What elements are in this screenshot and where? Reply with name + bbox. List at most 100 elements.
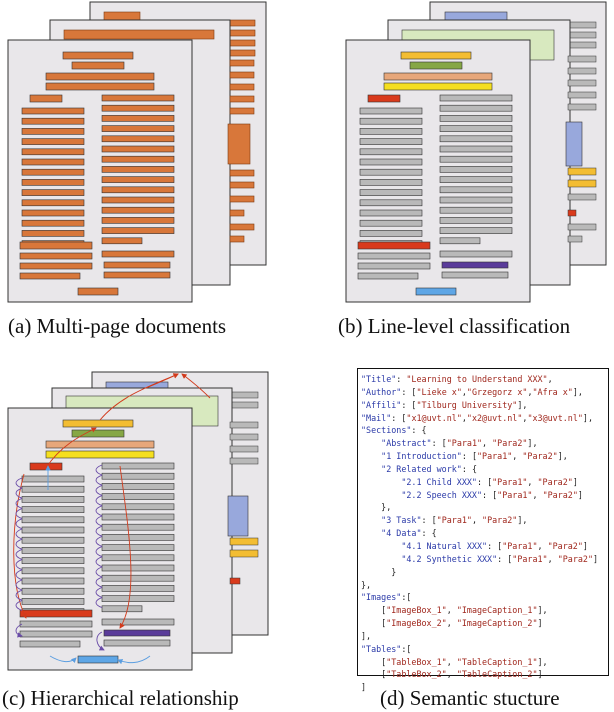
relation-arrow — [181, 373, 211, 399]
relation-arrow — [13, 473, 27, 619]
text-line — [21, 496, 85, 503]
json-punct: ], — [557, 451, 568, 462]
text-line — [101, 544, 175, 551]
relation-arrow — [95, 505, 103, 517]
text-line — [21, 168, 85, 176]
json-indent — [361, 669, 381, 679]
front-page — [7, 39, 193, 303]
json-key: "4.2 Synthetic XXX" — [401, 553, 498, 564]
json-punct: , — [446, 656, 457, 667]
json-string: "TableCaption_1" — [456, 656, 538, 667]
json-line: "4 Data": { — [361, 527, 605, 540]
text-line — [21, 526, 85, 534]
text-line — [21, 189, 85, 196]
relation-arrow — [15, 538, 23, 550]
text-line — [359, 148, 423, 156]
json-punct: : { — [411, 425, 427, 436]
relation-arrow — [49, 655, 77, 664]
json-line: "4.1 Natural XXX": ["Para1", "Para2"] — [361, 540, 605, 553]
caption-hierarchical-relationship: (c) Hierarchical relationship — [2, 686, 239, 710]
mail-line — [45, 82, 155, 91]
relation-arrow — [145, 373, 179, 389]
text-line — [359, 199, 423, 207]
text-line — [359, 168, 423, 176]
json-indent — [361, 541, 401, 551]
json-indent — [361, 605, 381, 615]
text-line — [21, 485, 85, 493]
relation-arrow — [95, 586, 103, 598]
text-line — [101, 250, 175, 258]
json-key: "2.1 Child XXX" — [401, 476, 477, 487]
relation-arrow — [15, 477, 23, 489]
text-line — [359, 107, 423, 115]
text-line — [439, 94, 513, 102]
relation-arrow — [15, 559, 23, 571]
json-key: "2.2 Speech XXX" — [401, 489, 483, 500]
json-indent — [361, 502, 381, 512]
json-key: "Tables" — [361, 643, 402, 654]
json-punct: : [ — [421, 515, 437, 526]
affiliation-line — [45, 72, 155, 81]
text-line — [21, 506, 85, 513]
section-heading — [29, 94, 63, 103]
json-string: "Para1" — [446, 438, 483, 449]
text-line — [359, 189, 423, 196]
json-punct: , — [446, 605, 457, 616]
text-line — [21, 475, 85, 483]
json-line: "Abstract": ["Para1", "Para2"], — [361, 437, 605, 450]
json-punct: ], — [582, 412, 593, 423]
json-punct: , — [446, 618, 457, 629]
author-line — [71, 61, 125, 70]
text-line — [19, 262, 93, 270]
json-punct: }, — [381, 502, 392, 513]
section-heading — [357, 241, 431, 250]
text-line — [21, 230, 85, 237]
caption-line-level-classification: (b) Line-level classification — [338, 314, 571, 338]
json-string: "Para1" — [497, 489, 533, 500]
json-string: "Grzegorz x" — [466, 386, 528, 397]
json-key: "Author" — [361, 386, 402, 397]
text-line — [101, 135, 175, 143]
json-key: "4.1 Natural XXX" — [401, 540, 488, 551]
text-line — [439, 104, 513, 112]
json-line: "2 Related work": { — [361, 463, 605, 476]
section-heading — [367, 94, 401, 103]
text-line — [101, 523, 175, 531]
json-string: "Afra x" — [532, 386, 573, 397]
json-string: "TableBox_2" — [386, 669, 447, 680]
json-line: }, — [361, 501, 605, 514]
json-punct: , — [461, 386, 467, 397]
text-line — [101, 564, 175, 572]
text-line — [21, 148, 85, 156]
json-string: "Para1" — [436, 515, 472, 526]
text-line — [359, 230, 423, 237]
text-line — [439, 125, 513, 132]
json-string: "x2@uvt.nl" — [466, 412, 523, 423]
json-punct: } — [391, 566, 397, 577]
text-line — [101, 217, 175, 224]
text-line — [439, 176, 513, 183]
text-line — [101, 574, 175, 582]
text-line — [101, 513, 175, 521]
relation-arrow — [15, 623, 23, 638]
json-string: "Para2" — [482, 515, 518, 526]
relation-arrow — [15, 508, 23, 520]
title-line — [62, 419, 134, 428]
json-key: "2 Related work" — [381, 463, 462, 474]
text-line — [101, 186, 175, 194]
json-punct: [ — [381, 669, 387, 680]
json-punct: : [ — [476, 476, 493, 487]
json-line: } — [361, 566, 605, 579]
json-string: "x1@uvt.nl" — [406, 412, 462, 423]
text-line — [21, 107, 85, 115]
text-line — [101, 155, 175, 163]
json-punct: : { — [461, 463, 477, 474]
text-line — [21, 598, 85, 605]
text-line — [21, 219, 85, 227]
panel-hierarchical-relationship — [7, 371, 269, 671]
json-line: "Images":[ — [361, 591, 605, 604]
json-key: "Affili" — [361, 399, 402, 410]
front-page — [7, 407, 193, 671]
json-line: ["TableBox_1", "TableCaption_1"], — [361, 656, 605, 669]
text-line — [101, 605, 143, 613]
